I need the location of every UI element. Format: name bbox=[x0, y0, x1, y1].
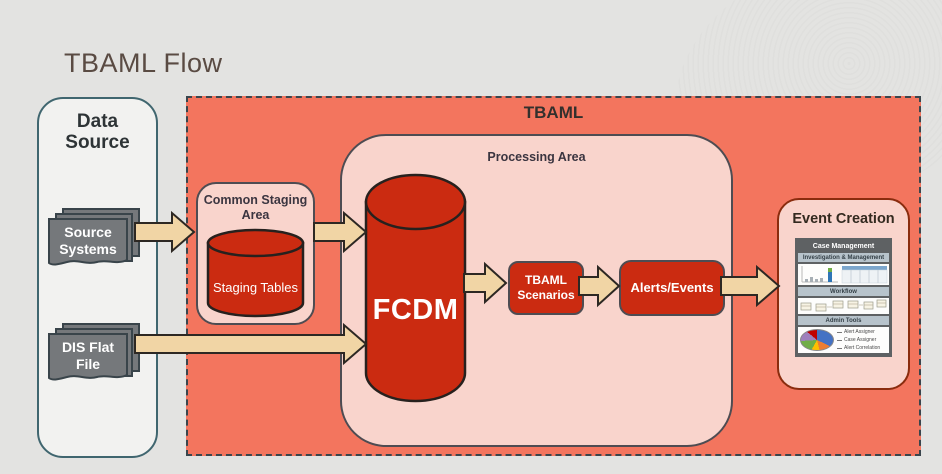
legend-item: Alert Correlation bbox=[837, 345, 880, 351]
legend-item: Case Assigner bbox=[837, 337, 880, 343]
legend-tick bbox=[837, 331, 842, 333]
legend-tick bbox=[837, 339, 842, 341]
bar-chart-and-table-icon bbox=[801, 266, 888, 284]
document-stack-icon bbox=[48, 323, 140, 381]
page-title: TBAML Flow bbox=[64, 48, 223, 78]
legend-label: Case Assigner bbox=[844, 337, 877, 343]
admin-tools-header: Admin Tools bbox=[798, 316, 889, 325]
common-staging-area-label: Common Staging Area bbox=[203, 193, 308, 222]
dis-flat-file-label: DIS Flat File bbox=[61, 339, 115, 372]
event-creation-box: Event Creation Case Management Investiga… bbox=[777, 198, 910, 390]
legend-item: Alert Assigner bbox=[837, 329, 880, 335]
tbaml-scenarios-box: TBAML Scenarios bbox=[508, 261, 584, 315]
pie-chart-icon bbox=[800, 329, 834, 351]
fcdm-cylinder: FCDM bbox=[364, 172, 467, 404]
workflow-header: Workflow bbox=[798, 287, 889, 296]
dis-flat-file-node: DIS Flat File bbox=[47, 323, 147, 387]
investigation-management-header: Investigation & Management bbox=[798, 253, 889, 262]
investigation-content bbox=[798, 264, 889, 285]
legend-label: Alert Assigner bbox=[844, 329, 875, 335]
case-management-panel: Case Management Investigation & Manageme… bbox=[795, 238, 892, 357]
database-cylinder-icon bbox=[364, 173, 467, 403]
workflow-content bbox=[798, 298, 889, 314]
database-cylinder-icon bbox=[206, 228, 305, 318]
workflow-tables-icon bbox=[800, 299, 887, 312]
tbaml-scenarios-label: TBAML Scenarios bbox=[517, 273, 575, 302]
processing-area-box: Processing Area FCDM TBAML Scenarios Ale… bbox=[340, 134, 733, 447]
staging-tables-label: Staging Tables bbox=[212, 280, 299, 295]
tbaml-region: TBAML Common Staging Area Staging Tables… bbox=[186, 96, 921, 456]
fcdm-label: FCDM bbox=[372, 294, 459, 326]
processing-area-label: Processing Area bbox=[487, 150, 586, 164]
source-systems-label: Source Systems bbox=[59, 224, 117, 257]
data-source-box: Data Source Source Systems DIS Flat File bbox=[37, 97, 158, 458]
tbaml-region-label: TBAML bbox=[523, 103, 584, 122]
case-management-title: Case Management bbox=[812, 243, 875, 250]
legend-tick bbox=[837, 347, 842, 349]
pie-legend: Alert Assigner Case Assigner Alert Corre… bbox=[837, 329, 880, 351]
data-source-label: Data Source bbox=[65, 111, 130, 154]
source-systems-node: Source Systems bbox=[47, 208, 147, 272]
alerts-events-label: Alerts/Events bbox=[630, 279, 714, 295]
admin-tools-content: Alert Assigner Case Assigner Alert Corre… bbox=[798, 327, 889, 353]
staging-tables-cylinder: Staging Tables bbox=[206, 227, 305, 322]
legend-label: Alert Correlation bbox=[844, 345, 881, 351]
event-creation-label: Event Creation bbox=[792, 211, 895, 227]
alerts-events-box: Alerts/Events bbox=[619, 260, 725, 316]
document-stack-icon bbox=[48, 208, 140, 266]
common-staging-area-box: Common Staging Area Staging Tables bbox=[196, 182, 315, 325]
